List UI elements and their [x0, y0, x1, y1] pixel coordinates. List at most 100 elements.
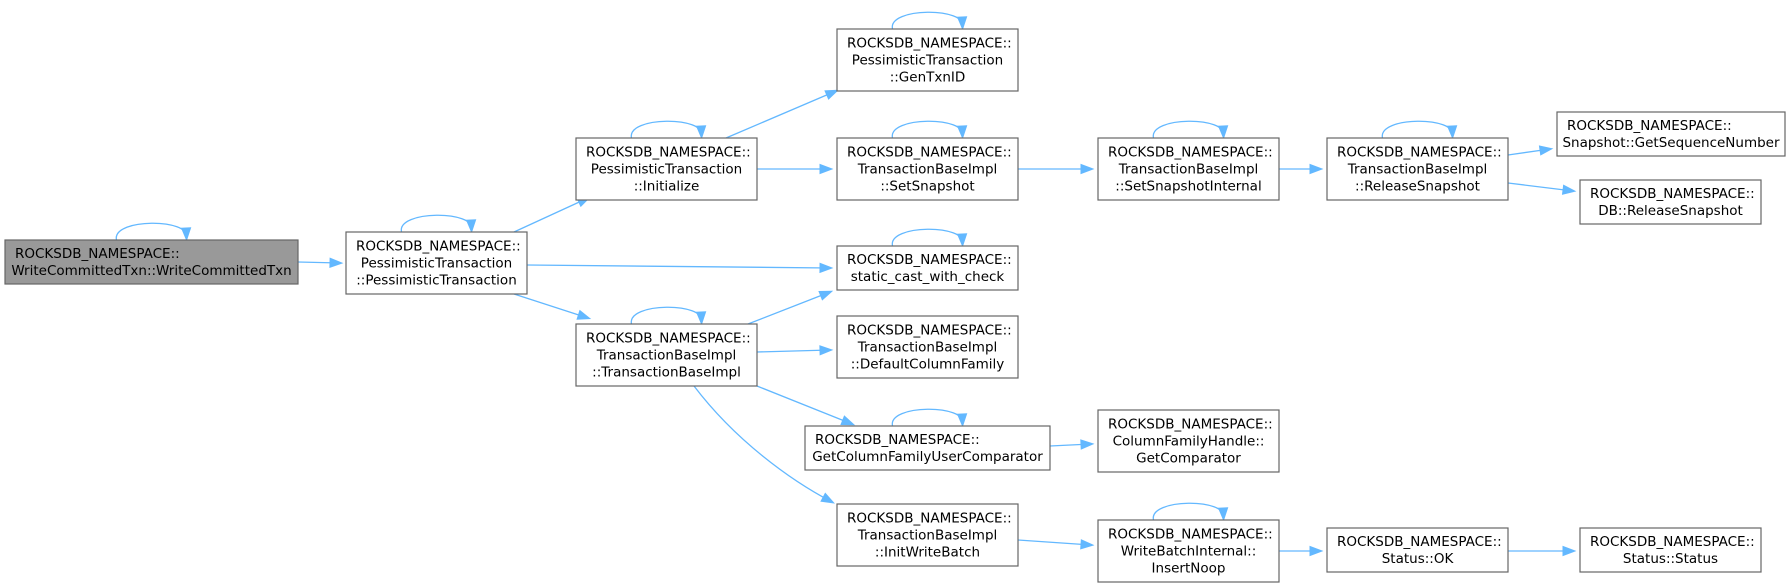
node-box[interactable] — [804, 425, 1051, 471]
node-label-line: ::DefaultColumnFamily — [851, 357, 1005, 373]
node-label-line: ROCKSDB_NAMESPACE:: — [1590, 186, 1755, 202]
arrowhead — [695, 311, 707, 326]
arrowhead — [956, 413, 968, 428]
node-box[interactable] — [1326, 527, 1509, 573]
edge-line — [693, 385, 833, 503]
node-ssi[interactable]: ROCKSDB_NAMESPACE::TransactionBaseImpl::… — [1097, 120, 1280, 201]
self-loop-edge — [891, 228, 968, 248]
edge-tbi-to-gcfuc — [756, 385, 856, 426]
node-label-line: ROCKSDB_NAMESPACE:: — [847, 36, 1012, 52]
edge-relsnap-to-dbrel — [1507, 182, 1577, 195]
edge-pt-to-tbi — [513, 293, 592, 320]
node-dcf[interactable]: ROCKSDB_NAMESPACE::TransactionBaseImpl::… — [836, 315, 1019, 379]
node-box[interactable] — [1097, 137, 1280, 201]
edge-line — [747, 291, 831, 325]
node-status[interactable]: ROCKSDB_NAMESPACE::Status::Status — [1579, 527, 1762, 573]
nodes-layer: ROCKSDB_NAMESPACE::WriteCommittedTxn::Wr… — [4, 11, 1786, 583]
edge-init-to-gentxn — [725, 89, 840, 139]
node-box[interactable] — [836, 503, 1019, 567]
node-label-line: ROCKSDB_NAMESPACE:: — [586, 145, 751, 161]
self-loop-line — [400, 214, 473, 233]
self-loop-edge — [891, 120, 968, 140]
node-label-line: TransactionBaseImpl — [857, 340, 998, 356]
node-box[interactable] — [4, 239, 299, 285]
node-label-line: Snapshot::GetSequenceNumber — [1562, 135, 1780, 151]
arrowhead — [840, 415, 856, 426]
node-label-line: GetComparator — [1136, 451, 1241, 467]
node-label-line: WriteBatchInternal:: — [1121, 544, 1257, 560]
node-label-line: ROCKSDB_NAMESPACE:: — [1108, 145, 1273, 161]
node-box[interactable] — [1579, 179, 1762, 225]
arrowhead — [956, 125, 968, 140]
node-init[interactable]: ROCKSDB_NAMESPACE::PessimisticTransactio… — [575, 120, 758, 201]
node-relsnap[interactable]: ROCKSDB_NAMESPACE::TransactionBaseImpl::… — [1326, 120, 1509, 201]
self-loop-edge — [400, 214, 477, 234]
node-label-line: ROCKSDB_NAMESPACE:: — [815, 432, 980, 448]
node-box[interactable] — [836, 137, 1019, 201]
node-label-line: TransactionBaseImpl — [857, 528, 998, 544]
node-dbrel[interactable]: ROCKSDB_NAMESPACE::DB::ReleaseSnapshot — [1579, 179, 1762, 225]
node-setsnap[interactable]: ROCKSDB_NAMESPACE::TransactionBaseImpl::… — [836, 120, 1019, 201]
arrowhead — [1446, 125, 1458, 140]
node-label-line: ::SetSnapshotInternal — [1115, 179, 1261, 195]
node-box[interactable] — [836, 28, 1019, 92]
node-scwc[interactable]: ROCKSDB_NAMESPACE::static_cast_with_chec… — [836, 228, 1019, 291]
node-box[interactable] — [836, 245, 1019, 291]
node-wbi[interactable]: ROCKSDB_NAMESPACE::WriteBatchInternal::I… — [1097, 502, 1280, 583]
edge-pt-to-init — [513, 196, 592, 233]
node-getseq[interactable]: ROCKSDB_NAMESPACE::Snapshot::GetSequence… — [1556, 111, 1786, 157]
self-loop-line — [630, 306, 703, 325]
node-box[interactable] — [1097, 409, 1280, 473]
node-gentxn[interactable]: ROCKSDB_NAMESPACE::PessimisticTransactio… — [836, 11, 1019, 92]
node-box[interactable] — [345, 231, 528, 295]
node-box[interactable] — [836, 315, 1019, 379]
arrowhead — [1538, 145, 1554, 156]
node-box[interactable] — [575, 323, 758, 387]
self-loop-edge — [630, 306, 707, 326]
node-statusok[interactable]: ROCKSDB_NAMESPACE::Status::OK — [1326, 527, 1509, 573]
self-loop-line — [115, 222, 188, 241]
edge-statusok-to-status — [1508, 545, 1577, 557]
self-loop-edge — [891, 408, 968, 428]
self-loop-edge — [115, 222, 192, 242]
arrowhead — [1080, 163, 1095, 175]
node-pt[interactable]: ROCKSDB_NAMESPACE::PessimisticTransactio… — [345, 214, 528, 295]
node-box[interactable] — [1326, 137, 1509, 201]
node-label-line: ROCKSDB_NAMESPACE:: — [1337, 145, 1502, 161]
node-box[interactable] — [1556, 111, 1786, 157]
arrowhead — [1561, 184, 1577, 195]
node-label-line: ROCKSDB_NAMESPACE:: — [1108, 417, 1273, 433]
edge-line — [1507, 182, 1574, 192]
arrowhead — [576, 309, 592, 320]
node-gcfuc[interactable]: ROCKSDB_NAMESPACE::GetColumnFamilyUserCo… — [804, 408, 1051, 471]
node-cfh[interactable]: ROCKSDB_NAMESPACE::ColumnFamilyHandle::G… — [1097, 409, 1280, 473]
arrowhead — [1080, 539, 1095, 550]
node-label-line: ROCKSDB_NAMESPACE:: — [586, 331, 751, 347]
self-loop-edge — [1152, 120, 1229, 140]
node-label-line: PessimisticTransaction — [852, 53, 1003, 69]
node-label-line: ROCKSDB_NAMESPACE:: — [1337, 534, 1502, 550]
edge-pt-to-scwc — [526, 262, 834, 274]
edge-iwb-to-wbi — [1017, 539, 1095, 550]
node-box[interactable] — [575, 137, 758, 201]
node-label-line: ::SetSnapshot — [880, 179, 974, 195]
node-tbi[interactable]: ROCKSDB_NAMESPACE::TransactionBaseImpl::… — [575, 306, 758, 387]
self-loop-line — [1381, 120, 1454, 139]
node-box[interactable] — [1579, 527, 1762, 573]
arrowhead — [1309, 163, 1324, 175]
arrowhead — [1217, 507, 1229, 522]
edge-ssi-to-relsnap — [1279, 163, 1324, 175]
edge-gcfuc-to-cfh — [1049, 439, 1095, 450]
node-root[interactable]: ROCKSDB_NAMESPACE::WriteCommittedTxn::Wr… — [4, 222, 299, 285]
node-label-line: static_cast_with_check — [851, 269, 1005, 285]
node-label-line: ROCKSDB_NAMESPACE:: — [356, 239, 521, 255]
node-iwb[interactable]: ROCKSDB_NAMESPACE::TransactionBaseImpl::… — [836, 503, 1019, 567]
node-label-line: WriteCommittedTxn::WriteCommittedTxn — [11, 263, 291, 279]
arrowhead — [818, 290, 834, 301]
node-label-line: GetColumnFamilyUserComparator — [812, 449, 1043, 465]
node-box[interactable] — [1097, 519, 1280, 583]
node-label-line: ROCKSDB_NAMESPACE:: — [847, 323, 1012, 339]
edge-wbi-to-statusok — [1279, 545, 1324, 557]
arrowhead — [329, 257, 344, 268]
